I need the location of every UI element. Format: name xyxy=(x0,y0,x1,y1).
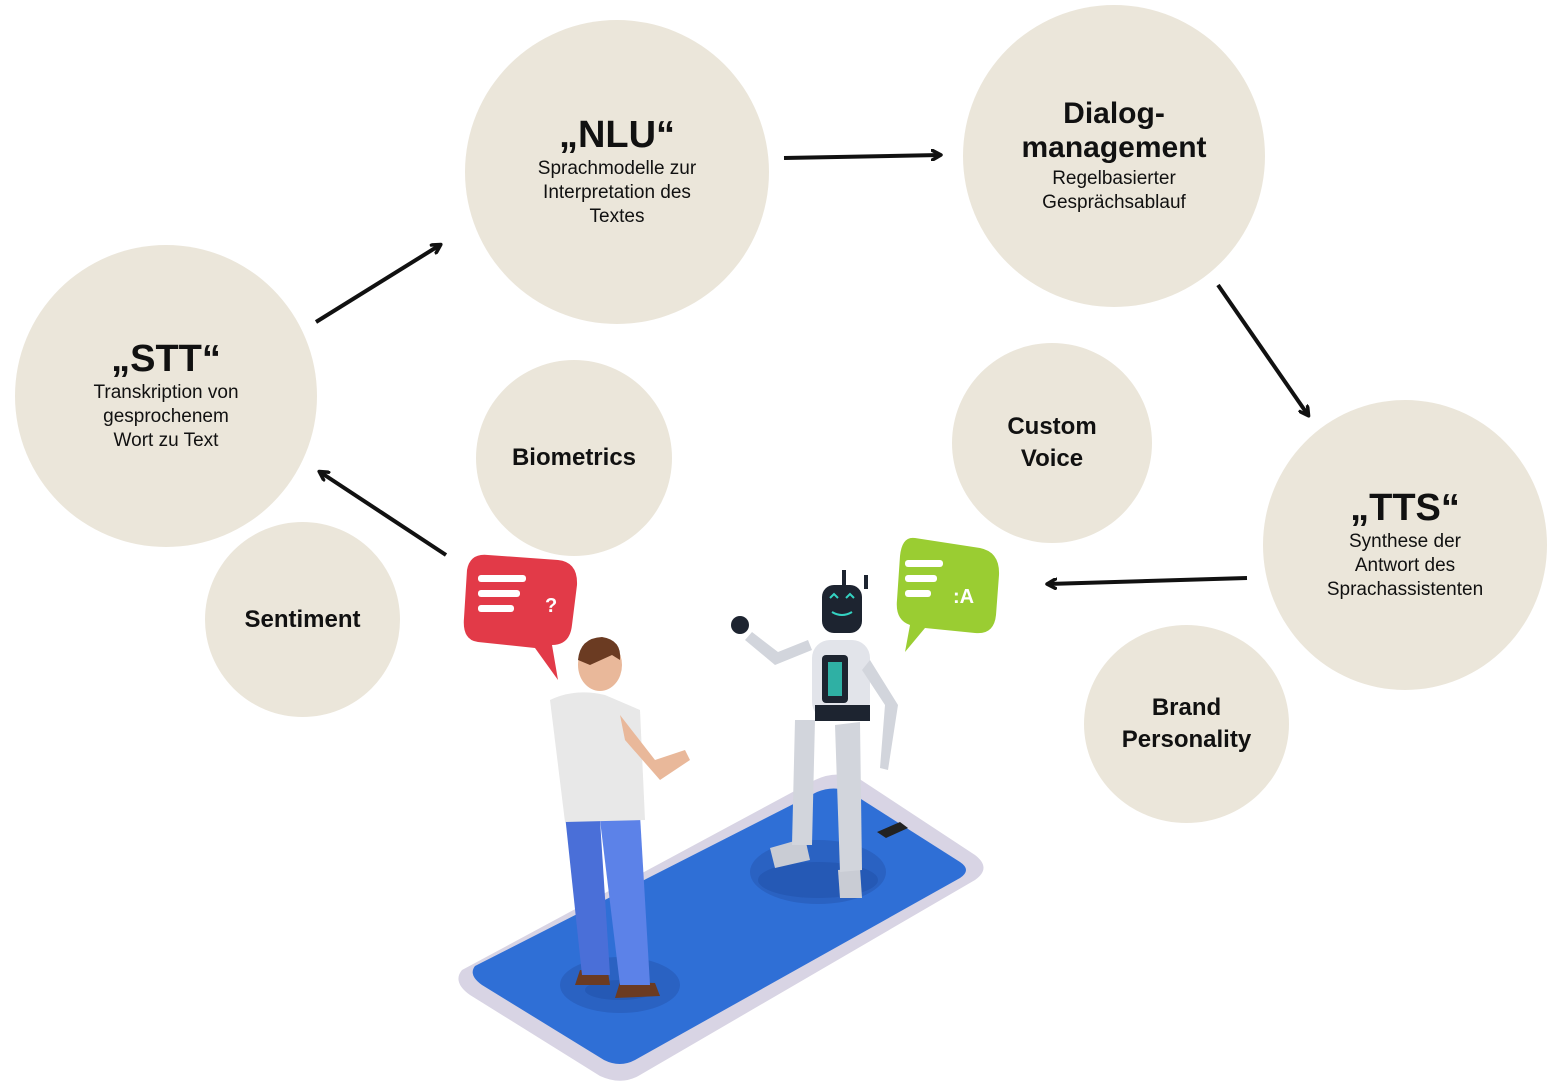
smartphone-illustration xyxy=(458,774,984,1081)
custom-voice-node: Custom Voice xyxy=(952,343,1152,543)
biometrics-node: Biometrics xyxy=(476,360,672,556)
arrow-tts-to-robot xyxy=(1048,576,1248,584)
robot-bubble-glyph: :A xyxy=(953,586,974,608)
nlu-description: Sprachmodelle zur Interpretation des Tex… xyxy=(537,158,697,227)
dialog-title: Dialog- management xyxy=(1021,97,1207,164)
tts-description: Synthese der Antwort des Sprachassistent… xyxy=(1326,531,1484,600)
brand-personality-node: Brand Personality xyxy=(1084,625,1289,823)
sentiment-node: Sentiment xyxy=(205,522,400,717)
robot-speech-bubble: :A xyxy=(896,537,1000,652)
stt-node: „STT“ Transkription von gesprochenem Wor… xyxy=(15,245,317,547)
human-speech-bubble: ? xyxy=(463,554,578,680)
stt-description: Transkription von gesprochenem Wort zu T… xyxy=(93,382,239,451)
nlu-node: „NLU“ Sprachmodelle zur Interpretation d… xyxy=(465,20,769,324)
dialog-description: Regelbasierter Gesprächsablauf xyxy=(1042,168,1186,213)
stt-title: „STT“ xyxy=(111,338,221,380)
arrow-dialog-to-tts xyxy=(1216,283,1308,415)
biometrics-label: Biometrics xyxy=(511,444,637,471)
human-bubble-glyph: ? xyxy=(545,595,557,617)
nlu-title: „NLU“ xyxy=(558,114,676,156)
tts-node: „TTS“ Synthese der Antwort des Sprachass… xyxy=(1263,400,1547,690)
human-illustration xyxy=(550,637,690,1000)
robot-illustration xyxy=(731,570,898,898)
arrow-human-to-stt xyxy=(320,472,448,557)
tts-title: „TTS“ xyxy=(1350,487,1460,529)
sentiment-label: Sentiment xyxy=(244,605,361,633)
arrow-nlu-to-dialog xyxy=(783,155,940,158)
custom-voice-label: Custom Voice xyxy=(1007,413,1097,472)
arrow-stt-to-nlu xyxy=(314,245,440,324)
brand-personality-label: Brand Personality xyxy=(1121,694,1252,753)
dialog-node: Dialog- management Regelbasierter Gesprä… xyxy=(963,5,1265,307)
